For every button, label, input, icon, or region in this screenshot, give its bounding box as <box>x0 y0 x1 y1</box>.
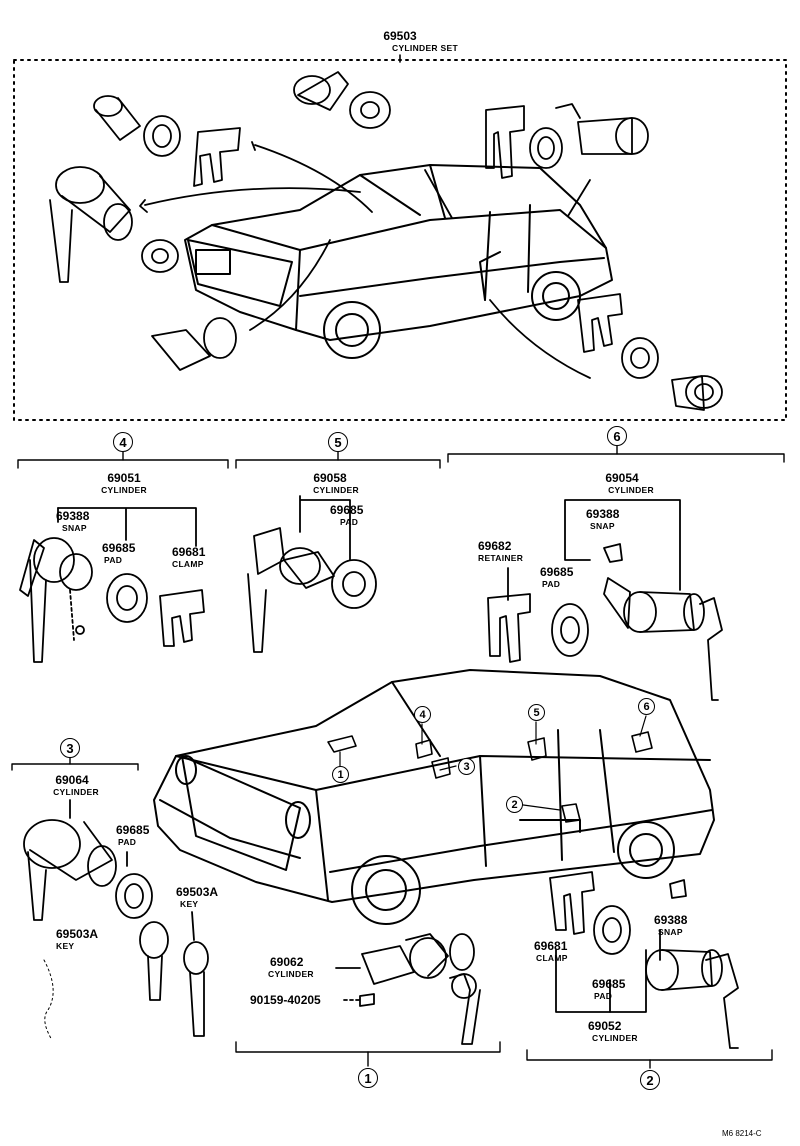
g2-snap-part: 69388 <box>654 913 688 927</box>
section-brackets <box>11 445 785 1069</box>
g1-cylinder-name: CYLINDER <box>268 969 314 979</box>
g4-pad-part: 69685 <box>102 541 136 555</box>
car-lock-parts <box>327 731 653 823</box>
g6-pad-name: PAD <box>542 579 561 589</box>
group-2-marker: 2 <box>640 1070 660 1090</box>
g2-clamp-part: 69681 <box>534 939 568 953</box>
group-6-marker: 6 <box>607 426 627 446</box>
g3-cylinder-part: 69064 <box>55 773 89 787</box>
group-1-parts <box>335 933 481 1045</box>
g1-cylinder-part: 69062 <box>270 955 304 969</box>
group-4-parts <box>19 507 205 663</box>
g2-pad-part: 69685 <box>592 977 626 991</box>
car-marker-leaders <box>339 715 647 811</box>
g3-key-left-name: KEY <box>56 941 75 951</box>
g6-retainer-name: RETAINER <box>478 553 524 563</box>
group-4-marker: 4 <box>113 432 133 452</box>
g5-cylinder-name: CYLINDER <box>313 485 359 495</box>
group-2-parts <box>549 871 739 1049</box>
g4-clamp-name: CLAMP <box>172 559 204 569</box>
g4-snap-name: SNAP <box>62 523 87 533</box>
set-parts <box>49 71 723 411</box>
car-marker-4: 4 <box>414 706 431 723</box>
set-arrows <box>139 141 591 379</box>
car-marker-1: 1 <box>332 766 349 783</box>
lower-car-drawing <box>153 669 715 925</box>
g3-key-left-part: 69503A <box>56 927 99 941</box>
group-3-parts <box>23 799 209 1041</box>
g6-snap-name: SNAP <box>590 521 615 531</box>
g3-key-right-part: 69503A <box>176 885 219 899</box>
car-marker-6: 6 <box>638 698 655 715</box>
set-part-name: CYLINDER SET <box>392 43 458 53</box>
g2-cylinder-name: CYLINDER <box>592 1033 638 1043</box>
g4-snap-part: 69388 <box>56 509 90 523</box>
g6-snap-part: 69388 <box>586 507 620 521</box>
g5-cylinder-part: 69058 <box>313 471 347 485</box>
group-5-parts <box>247 495 377 653</box>
g2-cylinder-part: 69052 <box>588 1019 622 1033</box>
g2-clamp-name: CLAMP <box>536 953 568 963</box>
g6-cylinder-name: CYLINDER <box>608 485 654 495</box>
group-3-marker: 3 <box>60 738 80 758</box>
set-part-number: 69503 <box>383 29 417 43</box>
g3-key-right-name: KEY <box>180 899 199 909</box>
g3-cylinder-name: CYLINDER <box>53 787 99 797</box>
g4-clamp-part: 69681 <box>172 545 206 559</box>
group-6-parts <box>487 499 723 701</box>
g3-pad-name: PAD <box>118 837 137 847</box>
drawing-code: M6 8214-C <box>722 1129 762 1138</box>
group-5-marker: 5 <box>328 432 348 452</box>
g4-cylinder-name: CYLINDER <box>101 485 147 495</box>
g6-retainer-part: 69682 <box>478 539 512 553</box>
car-marker-3: 3 <box>458 758 475 775</box>
g1-screw-part: 90159-40205 <box>250 993 321 1007</box>
g3-pad-part: 69685 <box>116 823 150 837</box>
g4-pad-name: PAD <box>104 555 123 565</box>
g5-pad-part: 69685 <box>330 503 364 517</box>
g2-snap-name: SNAP <box>658 927 683 937</box>
car-marker-5: 5 <box>528 704 545 721</box>
g6-cylinder-part: 69054 <box>605 471 639 485</box>
group-1-marker: 1 <box>358 1068 378 1088</box>
car-marker-2: 2 <box>506 796 523 813</box>
g4-cylinder-part: 69051 <box>107 471 141 485</box>
top-car-drawing <box>184 164 613 359</box>
g6-pad-part: 69685 <box>540 565 574 579</box>
g5-pad-name: PAD <box>340 517 359 527</box>
g2-pad-name: PAD <box>594 991 613 1001</box>
